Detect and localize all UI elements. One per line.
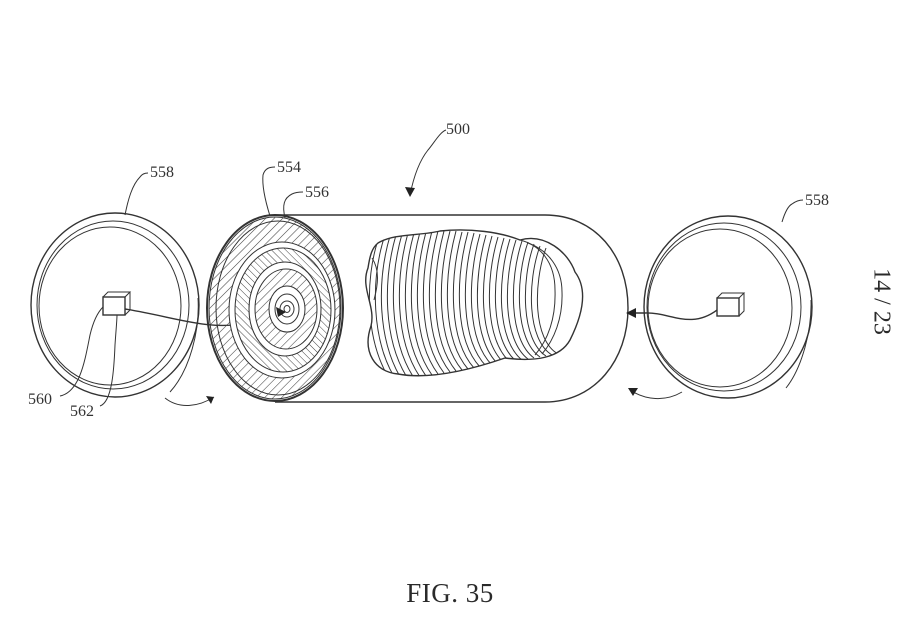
right-end-cap: [626, 199, 813, 399]
sensor-box-icon: [716, 292, 746, 317]
figure-caption: FIG. 35: [406, 578, 494, 608]
ref-label-558-right: 558: [805, 192, 829, 209]
ref-label-562: 562: [70, 403, 94, 420]
main-cylinder-body: [206, 129, 629, 403]
sheet-number: 14 / 23: [868, 268, 895, 335]
ref-label-556: 556: [305, 184, 329, 201]
ref-label-560: 560: [28, 391, 52, 408]
ref-label-558-left: 558: [150, 164, 174, 181]
sensor-box-icon: [102, 291, 132, 316]
left-end-cap: [30, 172, 286, 407]
ref-label-500: 500: [446, 121, 470, 138]
ref-label-554: 554: [277, 159, 301, 176]
